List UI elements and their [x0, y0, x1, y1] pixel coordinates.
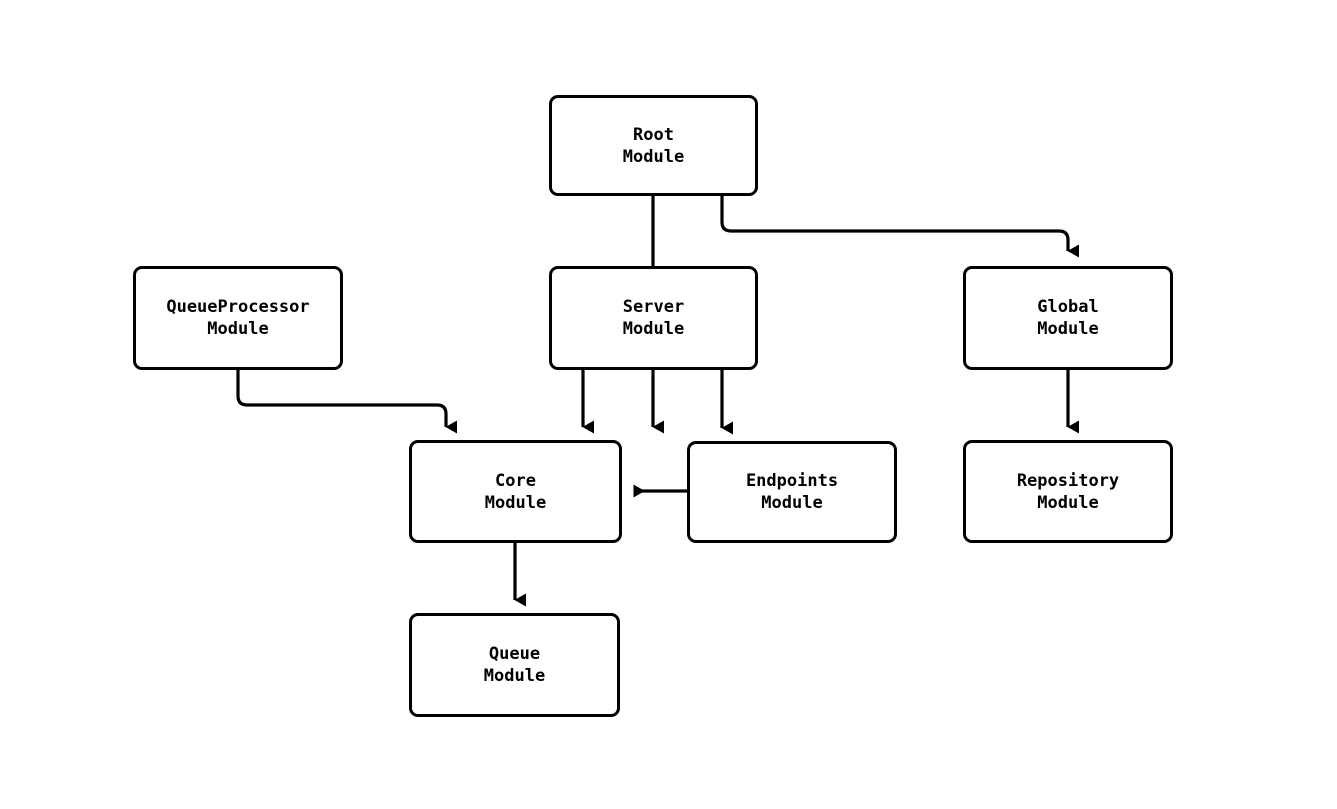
node-core-module-line1: Core [495, 470, 536, 491]
node-queueprocessor-module-line1: QueueProcessor [166, 297, 310, 317]
node-global-module-line1: Global [1037, 297, 1099, 317]
node-root-module[interactable]: Root Module [549, 95, 758, 196]
node-queue-module[interactable]: Queue Module [409, 613, 620, 717]
node-core-module[interactable]: Core Module [409, 440, 622, 543]
node-endpoints-module-line2: Module [761, 493, 823, 513]
node-queue-module-line1: Queue [488, 644, 541, 664]
node-repository-module[interactable]: Repository Module [963, 440, 1173, 543]
node-repository-module-line2: Module [1037, 492, 1099, 513]
node-queue-module-line2: Module [483, 666, 546, 686]
node-global-module-line2: Module [1037, 319, 1099, 339]
node-repository-module-line1: Repository [1016, 470, 1120, 491]
node-server-module[interactable]: Server Module [549, 266, 758, 370]
node-queueprocessor-module[interactable]: QueueProcessor Module [133, 266, 343, 370]
edge-queueprocessor-to-core [236, 370, 457, 434]
node-core-module-line2: Module [484, 492, 547, 513]
node-endpoints-module-line1: Endpoints [745, 471, 839, 491]
node-server-module-line1: Server [622, 297, 685, 317]
node-root-module-line1: Root [633, 124, 674, 145]
node-endpoints-module[interactable]: Endpoints Module [687, 441, 897, 543]
node-root-module-line2: Module [622, 146, 685, 167]
edge-root-to-global [720, 196, 1079, 258]
node-server-module-line2: Module [622, 319, 685, 339]
node-queueprocessor-module-line2: Module [207, 319, 269, 339]
node-global-module[interactable]: Global Module [963, 266, 1173, 370]
